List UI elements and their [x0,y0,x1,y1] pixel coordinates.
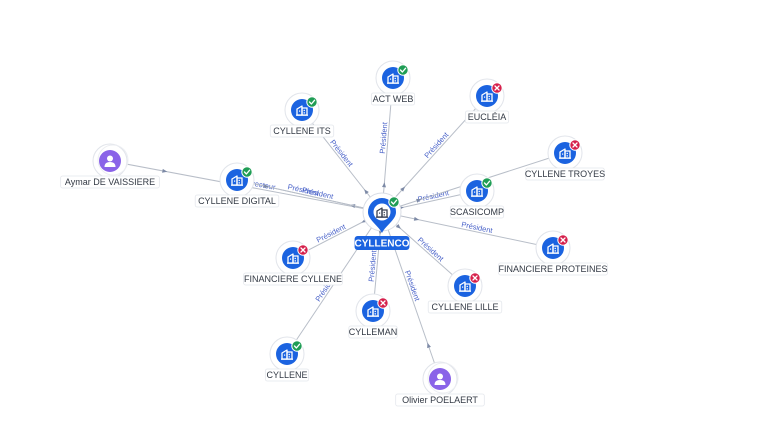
edge-line [236,179,383,213]
arrow-icon [364,189,369,195]
arrow-icon [263,184,269,188]
building-icon [281,349,293,360]
edge-label: Président [461,220,495,236]
node-label-box [464,110,510,124]
node-cyllene-troyes[interactable]: CYLLENE TROYES [525,135,605,181]
building-icon [481,91,493,102]
node-halo-shadow [427,362,459,394]
check-badge-icon [397,64,409,76]
arrow-icon [400,186,406,192]
node-financiere-proteines[interactable]: FINANCIERE PROTEINES [498,230,608,276]
closed-badge-icon [297,244,309,256]
building-icon [471,186,483,197]
closed-badge-icon [569,139,581,151]
arrow-icon [413,216,420,221]
building-icon [376,207,388,218]
node-label-box [243,272,343,286]
node-cyllene-its[interactable]: CYLLENE ITS [269,92,335,138]
node-label: CYLLENE TROYES [525,169,605,179]
node-label: Aymar DE VAISSIERE [65,177,155,187]
node-label-box [395,393,485,407]
node-label: CYLLENE LILLE [431,302,498,312]
check-badge-icon [291,340,303,352]
node-label: SCASICOMP [450,207,504,217]
node-act-web[interactable]: ACT WEB [370,60,416,106]
node-label-box [60,175,160,189]
closed-badge-icon [469,272,481,284]
building-icon [296,105,308,116]
node-label: FINANCIERE PROTEINES [498,264,607,274]
nodes-layer: ACT WEB CYLLENE ITS EUCLÉIA Aymar DE VAISSI… [60,60,608,407]
closed-badge-icon [377,297,389,309]
edge-label: Président [416,235,446,263]
edge-line [381,211,554,249]
building-icon [559,148,571,159]
edge-label: Président [315,222,348,245]
arrow-icon [382,182,387,188]
node-euclea[interactable]: EUCLÉIA [464,78,510,124]
check-badge-icon [388,196,400,208]
node-cyllene[interactable]: CYLLENE [264,336,310,382]
edge-label: Président [422,130,451,160]
closed-badge-icon [491,82,503,94]
node-financiere-cyllene[interactable]: FINANCIERE CYLLENE [243,240,343,286]
node-label: CYLLENE ITS [273,126,331,136]
edge-label: Président [403,269,422,303]
edge-label: Président [378,121,390,154]
node-label-box [269,124,335,138]
arrow-icon [395,223,401,229]
node-olivier[interactable]: Olivier POELAERT [395,361,485,407]
node-label-box [449,205,505,219]
building-icon [287,253,299,264]
building-icon [231,175,243,186]
center-label: CYLLENCO [355,239,410,250]
node-label-box [348,325,398,339]
node-halo-shadow [97,144,129,176]
node-label-box [194,194,280,208]
node-scasicomp[interactable]: SCASICOMP [449,173,505,219]
arrow-icon [416,198,422,203]
node-label: CYLLEMAN [349,327,398,337]
node-label-box [370,92,416,106]
node-label: CYLLENE [266,370,307,380]
node-label: EUCLÉIA [468,112,507,122]
closed-badge-icon [557,234,569,246]
check-badge-icon [481,177,493,189]
edge-label: Président [328,138,355,169]
person-icon [104,155,116,167]
node-label-box [264,368,310,382]
person-icon [434,373,446,385]
node-label: CYLLENE DIGITAL [198,196,276,206]
arrow-icon [427,342,431,349]
node-cylleman[interactable]: CYLLEMAN [348,293,398,339]
building-icon [367,306,379,317]
check-badge-icon [306,96,318,108]
building-icon [547,243,559,254]
node-label-box [498,262,608,276]
edge-label: Président [417,188,451,204]
node-label: FINANCIERE CYLLENE [244,274,342,284]
node-aymar[interactable]: Aymar DE VAISSIERE [60,143,160,189]
node-cyllene-digital[interactable]: CYLLENE DIGITAL [194,162,280,208]
node-label: ACT WEB [373,94,414,104]
node-label: Olivier POELAERT [402,395,478,405]
building-icon [387,73,399,84]
check-badge-icon [241,166,253,178]
arrow-icon [162,168,168,173]
node-cyllene-lille[interactable]: CYLLENE LILLE [427,268,503,314]
center-node[interactable]: CYLLENCO [354,192,410,250]
edge-label: Président [301,185,335,201]
center-label-box [354,236,410,250]
node-label-box [427,300,503,314]
node-label-box [525,167,605,181]
building-icon [459,281,471,292]
edge-label: Président [367,249,379,282]
